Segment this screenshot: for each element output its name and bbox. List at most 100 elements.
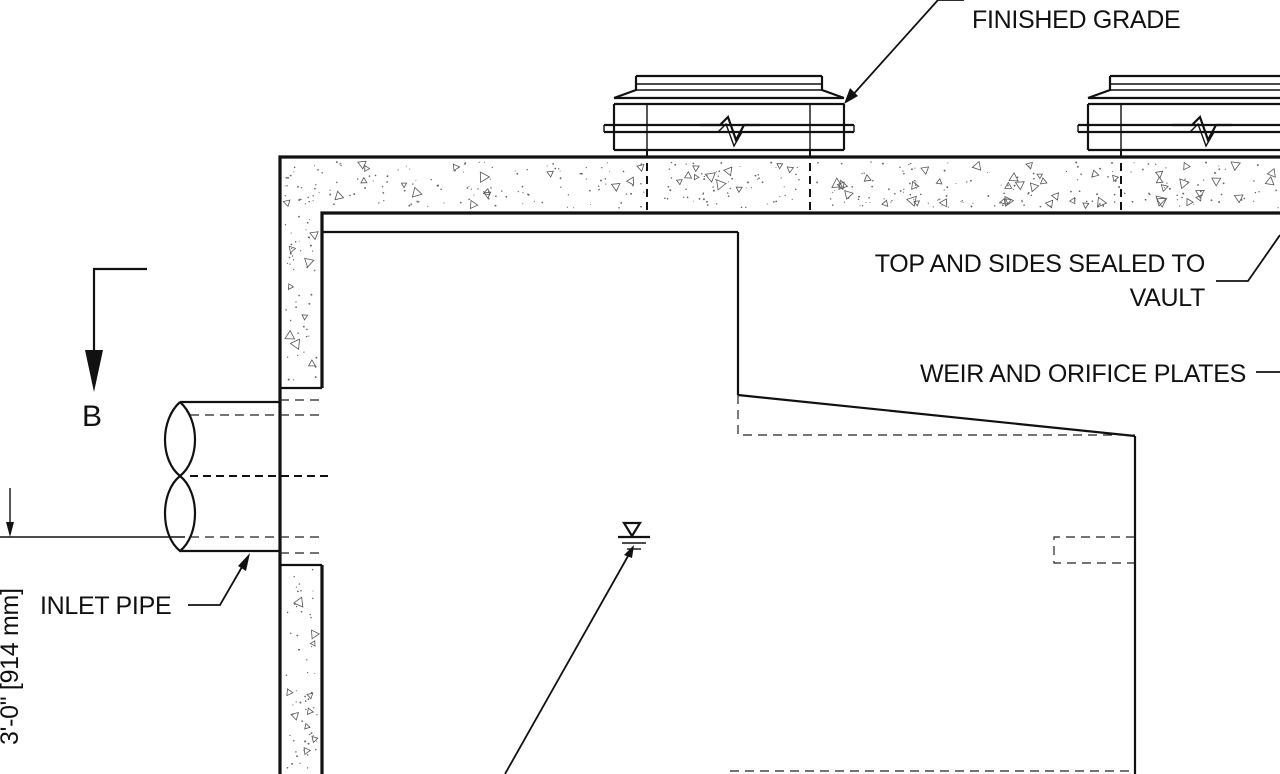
aggregate-dot — [667, 185, 670, 188]
aggregate-dot — [698, 197, 701, 200]
aggregate-dot — [459, 201, 462, 204]
riser-dashed-lines — [646, 150, 1122, 213]
aggregate-triangle — [1211, 177, 1222, 187]
aggregate-dot — [1032, 172, 1035, 175]
aggregate-dot — [630, 192, 633, 195]
aggregate-dot — [1099, 167, 1102, 170]
aggregate-dot — [902, 170, 904, 172]
aggregate-triangle — [636, 164, 645, 173]
aggregate-triangle — [357, 160, 367, 170]
aggregate-triangle — [334, 190, 345, 201]
aggregate-triangle — [693, 173, 700, 181]
aggregate-dot — [297, 185, 299, 188]
aggregate-dot — [418, 201, 420, 203]
aggregate-dot — [473, 194, 475, 196]
aggregate-dot — [1240, 198, 1243, 201]
aggregate-dot — [533, 200, 535, 202]
aggregate-dot — [868, 196, 870, 199]
aggregate-dot — [427, 205, 429, 207]
aggregate-dot — [335, 161, 338, 164]
aggregate-triangle — [716, 179, 727, 191]
aggregate-dot — [909, 193, 912, 196]
aggregate-dot — [314, 376, 317, 379]
aggregate-dot — [618, 207, 620, 209]
aggregate-dot — [1144, 198, 1147, 201]
aggregate-dot — [315, 184, 317, 186]
aggregate-dot — [761, 181, 764, 184]
aggregate-dot — [1197, 184, 1199, 186]
aggregate-dot — [1205, 161, 1207, 164]
aggregate-dot — [552, 162, 555, 165]
aggregate-dot — [1141, 168, 1144, 171]
aggregate-dot — [666, 197, 669, 200]
aggregate-dot — [941, 205, 943, 207]
aggregate-triangle — [935, 178, 943, 185]
aggregate-dot — [293, 268, 295, 271]
aggregate-dot — [966, 181, 968, 183]
aggregate-dot — [861, 172, 863, 175]
aggregate-dot — [313, 165, 316, 167]
aggregate-dot — [305, 335, 308, 338]
aggregate-dot — [306, 767, 309, 769]
aggregate-dot — [310, 293, 313, 296]
aggregate-dot — [795, 173, 797, 176]
aggregate-dot — [1181, 196, 1183, 199]
aggregate-dot — [289, 174, 292, 177]
aggregate-dot — [1258, 191, 1260, 193]
aggregate-dot — [1027, 191, 1030, 194]
aggregate-dot — [356, 178, 359, 180]
aggregate-dot — [861, 205, 864, 207]
aggregate-dot — [300, 250, 302, 252]
aggregate-dot — [1168, 187, 1171, 190]
aggregate-dot — [640, 183, 642, 185]
aggregate-dot — [292, 713, 294, 716]
aggregate-dot — [290, 243, 293, 246]
aggregate-dot — [397, 169, 399, 171]
aggregate-triangle — [844, 190, 854, 200]
aggregate-triangle — [1050, 192, 1059, 201]
aggregate-triangle — [311, 629, 321, 640]
aggregate-dot — [775, 167, 777, 169]
aggregate-dot — [1096, 193, 1098, 196]
aggregate-dot — [566, 206, 569, 208]
aggregate-dot — [758, 177, 760, 180]
aggregate-dot — [1021, 199, 1023, 202]
aggregate-dot — [491, 166, 493, 169]
aggregate-triangle — [1039, 177, 1048, 185]
aggregate-dot — [943, 169, 946, 172]
aggregate-dot — [301, 720, 304, 722]
aggregate-dot — [703, 175, 706, 178]
aggregate-dot — [960, 201, 962, 203]
aggregate-dot — [1085, 200, 1088, 203]
aggregate-dot — [1253, 180, 1255, 182]
aggregate-dot — [296, 590, 299, 593]
aggregate-dot — [560, 177, 562, 179]
aggregate-dot — [702, 198, 705, 201]
aggregate-triangle — [1044, 199, 1054, 209]
aggregate-dot — [1028, 165, 1030, 167]
aggregate-triangle — [479, 171, 491, 184]
aggregate-dot — [909, 182, 911, 185]
aggregate-dot — [986, 172, 988, 174]
aggregate-dot — [606, 162, 608, 164]
aggregate-dot — [560, 186, 562, 188]
aggregate-dot — [1065, 170, 1068, 173]
aggregate-dot — [311, 568, 314, 571]
aggregate-dot — [416, 200, 419, 203]
aggregate-dot — [286, 262, 289, 264]
aggregate-dot — [664, 197, 666, 199]
aggregate-dot — [1016, 176, 1019, 179]
aggregate-dot — [1077, 179, 1079, 181]
aggregate-triangle — [1025, 161, 1033, 170]
aggregate-dot — [308, 335, 310, 337]
aggregate-dot — [702, 192, 705, 194]
aggregate-dot — [285, 674, 288, 677]
aggregate-dot — [284, 185, 286, 187]
aggregate-dot — [605, 183, 607, 185]
aggregate-dot — [494, 205, 496, 207]
aggregate-dot — [770, 161, 773, 164]
aggregate-dot — [514, 170, 516, 172]
aggregate-dot — [462, 171, 464, 173]
aggregate-triangle — [546, 170, 554, 178]
concrete-aggregate-texture — [282, 160, 1279, 769]
